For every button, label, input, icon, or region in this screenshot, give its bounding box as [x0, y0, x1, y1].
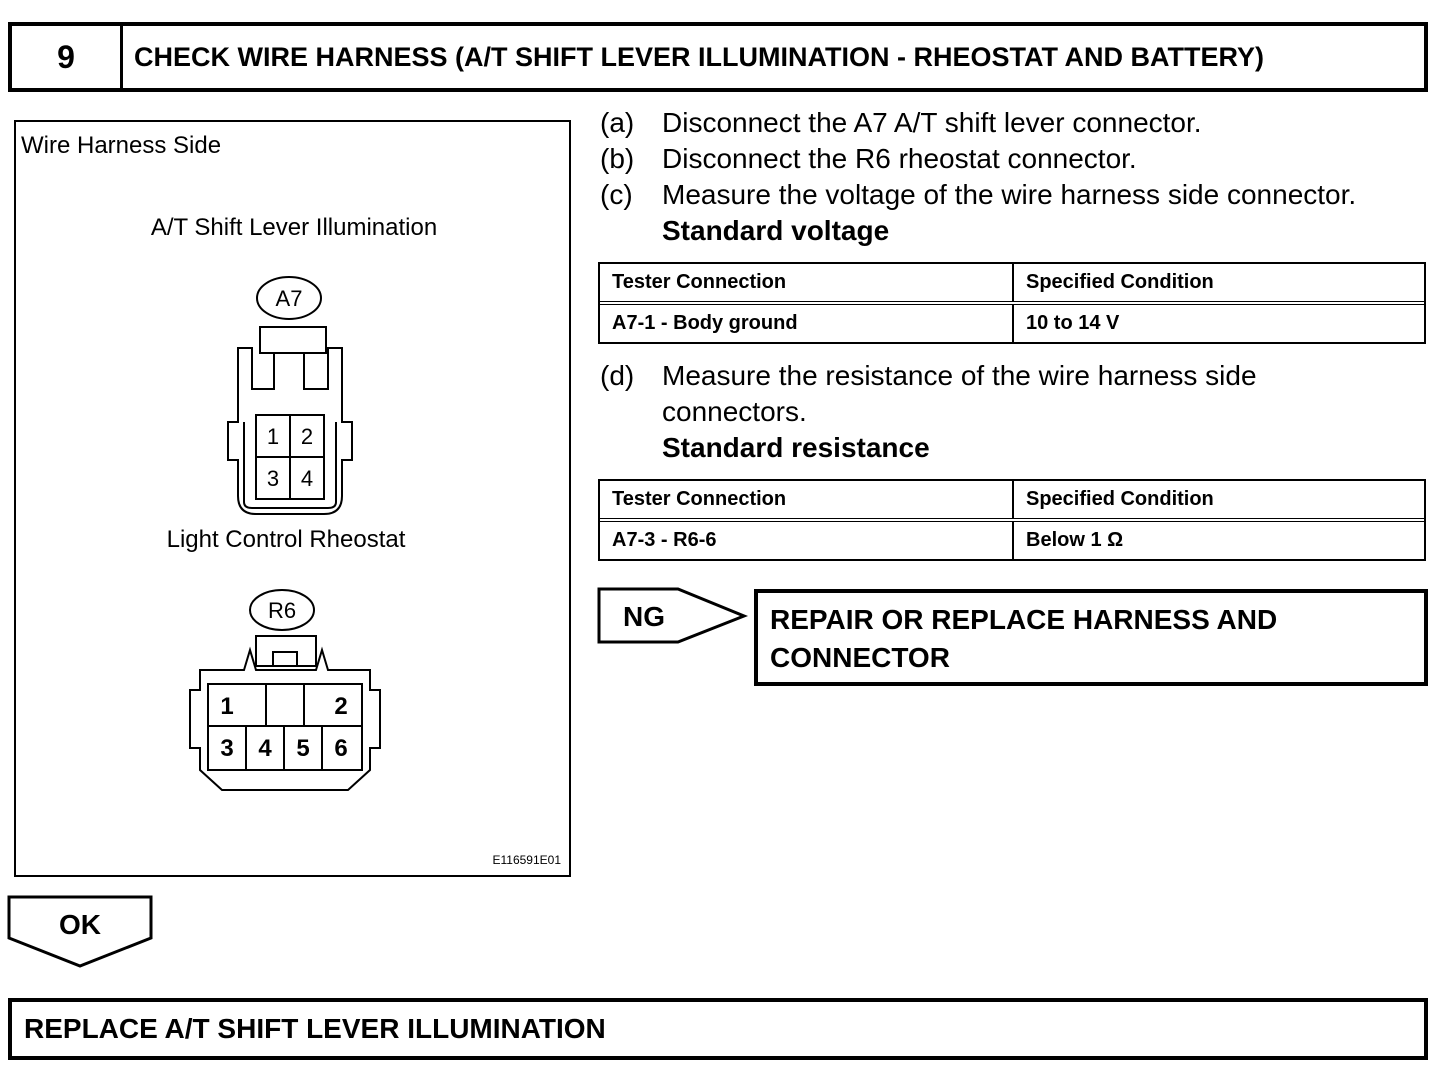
r6-pin-1: 1 — [220, 693, 233, 720]
cell-specified-condition: Below 1 Ω — [1026, 529, 1124, 551]
figure-id: E116591E01 — [492, 853, 561, 867]
step-c-text: Measure the voltage of the wire harness … — [662, 179, 1357, 210]
ng-result-text: REPAIR OR REPLACE HARNESS AND CONNECTOR — [770, 604, 1278, 673]
connector-a-name: A/T Shift Lever Illumination — [150, 214, 438, 241]
r6-pin-6: 6 — [334, 735, 347, 762]
header-specified-condition: Specified Condition — [1026, 488, 1214, 510]
step-b-text: Disconnect the R6 rheostat connector. — [662, 143, 1137, 174]
ng-arrow: NG — [597, 587, 749, 644]
ok-label: OK — [59, 909, 101, 940]
standard-voltage-table: Tester Connection Specified Condition A7… — [598, 262, 1426, 344]
connector-diagram: A7 1 2 3 4 R6 1 2 3 4 5 6 — [189, 276, 381, 791]
standard-voltage-label: Standard voltage — [662, 215, 890, 246]
step-b-letter: (b) — [600, 143, 635, 174]
connector-figure-panel: Wire Harness Side A/T Shift Lever Illumi… — [14, 120, 571, 877]
standard-resistance-table: Tester Connection Specified Condition A7… — [598, 479, 1426, 561]
step-d-text: Measure the resistance of the wire harne… — [662, 360, 1257, 391]
step-c-letter: (c) — [600, 179, 633, 210]
step-header: 9 CHECK WIRE HARNESS (A/T SHIFT LEVER IL… — [8, 22, 1428, 92]
step-number: 9 — [12, 26, 123, 88]
a7-pin-4: 4 — [301, 466, 313, 491]
header-tester-connection: Tester Connection — [600, 481, 1014, 518]
ok-arrow: OK — [7, 895, 153, 968]
r6-pin-4: 4 — [258, 735, 272, 762]
connector-a7-drawing — [227, 276, 353, 515]
table-row: A7-3 - R6-6 Below 1 Ω — [600, 522, 1424, 559]
r6-pin-2: 2 — [334, 693, 347, 720]
step-d-text-line2: connectors. — [662, 396, 807, 427]
connector-b-code: R6 — [268, 598, 296, 623]
connector-b-name: Light Control Rheostat — [166, 526, 406, 553]
ng-label: NG — [623, 601, 665, 632]
ng-result-box: REPAIR OR REPLACE HARNESS AND CONNECTOR — [754, 589, 1428, 686]
ok-result-text: REPLACE A/T SHIFT LEVER ILLUMINATION — [24, 1013, 606, 1044]
step-a-letter: (a) — [600, 107, 635, 138]
step-title: CHECK WIRE HARNESS (A/T SHIFT LEVER ILLU… — [134, 41, 1264, 72]
cell-tester-connection: A7-3 - R6-6 — [600, 522, 1014, 559]
table-header-row: Tester Connection Specified Condition — [600, 481, 1424, 522]
cell-specified-condition: 10 to 14 V — [1026, 312, 1120, 334]
header-tester-connection: Tester Connection — [600, 264, 1014, 301]
step-a-text: Disconnect the A7 A/T shift lever connec… — [662, 107, 1202, 138]
step-d-letter: (d) — [600, 360, 635, 391]
cell-tester-connection: A7-1 - Body ground — [600, 305, 1014, 342]
r6-pin-5: 5 — [296, 735, 309, 762]
connector-r6-drawing — [189, 589, 381, 791]
table-header-row: Tester Connection Specified Condition — [600, 264, 1424, 305]
r6-pin-3: 3 — [220, 735, 233, 762]
header-specified-condition: Specified Condition — [1026, 271, 1214, 293]
wire-harness-side-label: Wire Harness Side — [21, 132, 222, 159]
standard-resistance-label: Standard resistance — [662, 432, 930, 463]
table-row: A7-1 - Body ground 10 to 14 V — [600, 305, 1424, 342]
ok-result-box: REPLACE A/T SHIFT LEVER ILLUMINATION — [8, 998, 1428, 1060]
a7-pin-3: 3 — [267, 466, 279, 491]
a7-pin-2: 2 — [301, 424, 313, 449]
connector-a-code: A7 — [276, 286, 303, 311]
a7-pin-1: 1 — [267, 424, 279, 449]
